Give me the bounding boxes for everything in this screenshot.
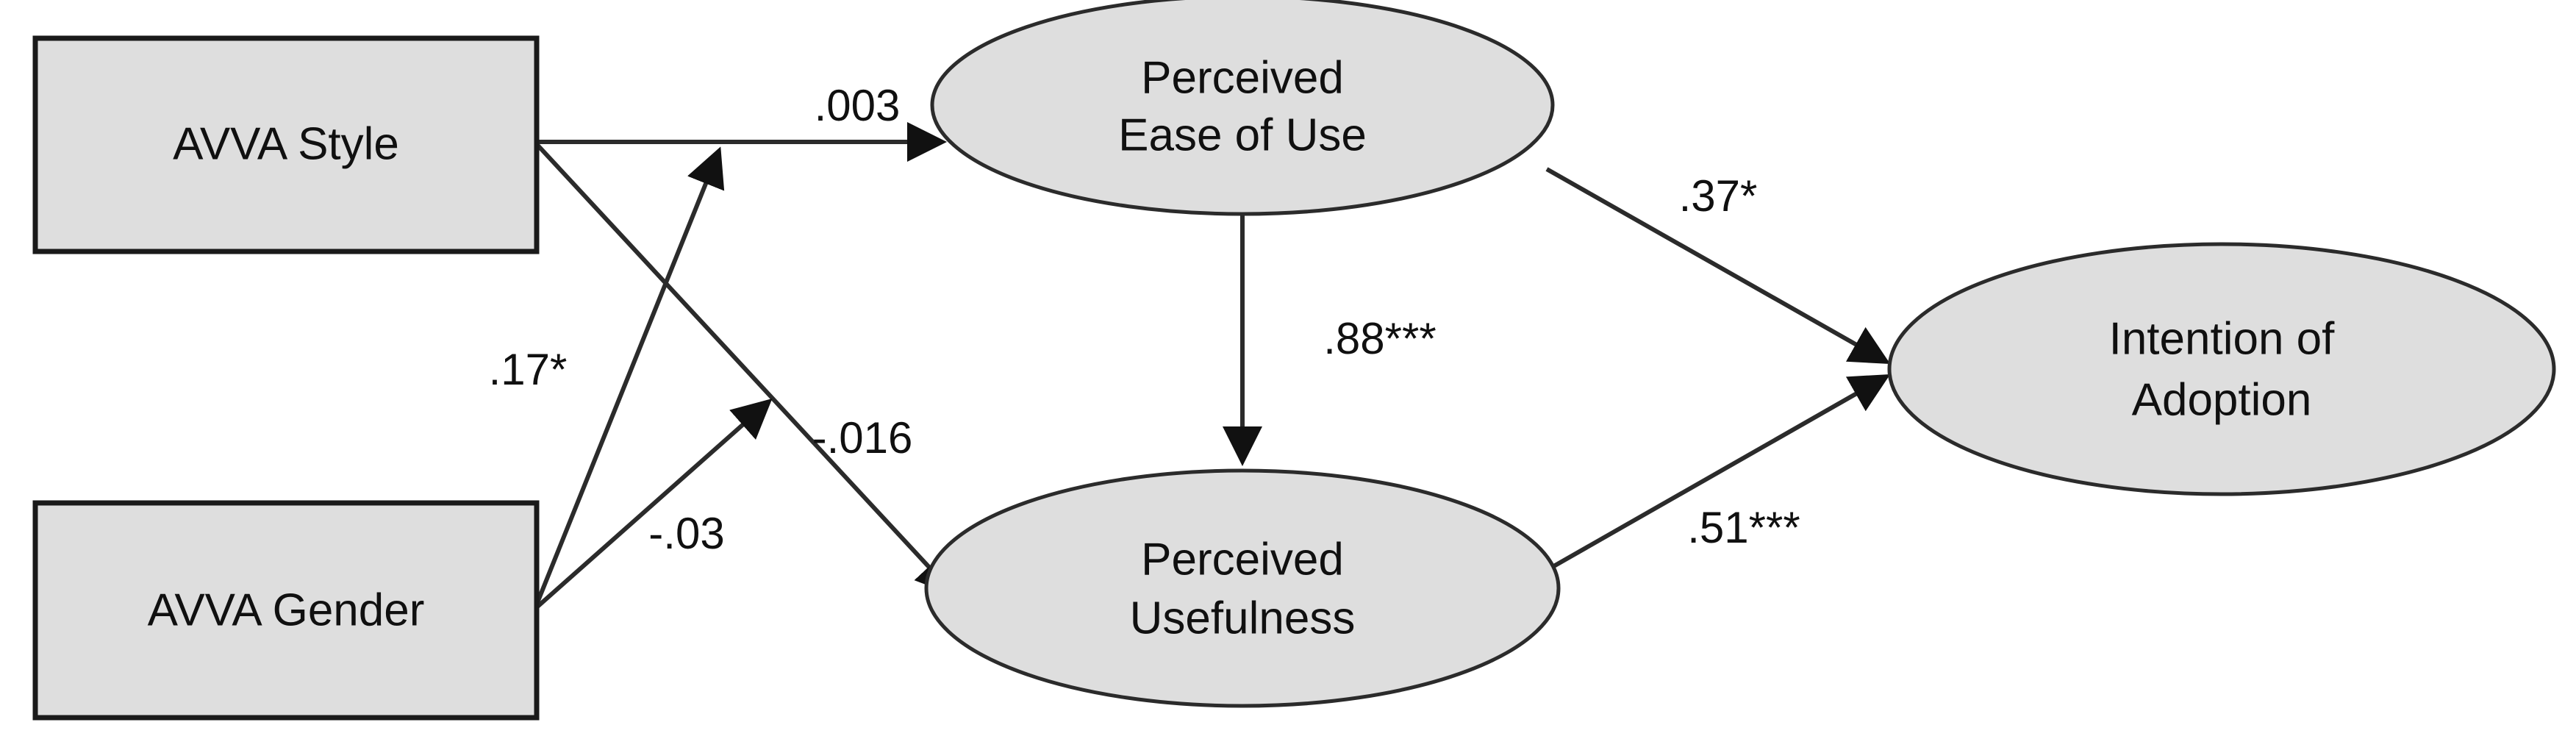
perceived-usefulness-label-line1: Perceived [1141, 534, 1344, 585]
edge-label-pu-to-intention: .51*** [1687, 503, 1800, 552]
perceived-ease-of-use-label-line1: Perceived [1141, 52, 1344, 103]
node-perceived-ease-of-use[interactable]: Perceived Ease of Use [930, 0, 1555, 216]
intention-of-adoption-label-line2: Adoption [2132, 374, 2312, 425]
perceived-ease-of-use-ellipse [930, 0, 1555, 216]
perceived-usefulness-ellipse [924, 468, 1561, 708]
perceived-usefulness-label-line2: Usefulness [1130, 593, 1356, 643]
edge-label-gender-moderates-style-peou: .17* [489, 345, 568, 394]
node-avva-gender[interactable]: AVVA Gender [32, 500, 540, 721]
edge-label-peou-to-pu: .88*** [1323, 314, 1436, 363]
edge-gender-moderates-style-pu [535, 399, 773, 610]
perceived-ease-of-use-label-line2: Ease of Use [1118, 110, 1367, 160]
edge-label-peou-to-intention: .37* [1679, 171, 1758, 221]
avva-gender-box [32, 500, 540, 721]
avva-style-box [32, 35, 540, 254]
node-avva-style[interactable]: AVVA Style [32, 35, 540, 254]
node-intention-of-adoption[interactable]: Intention of Adoption [1887, 242, 2556, 496]
intention-of-adoption-ellipse [1887, 242, 2556, 496]
avva-gender-label: AVVA Gender [148, 585, 425, 635]
edge-peou-to-intention [1545, 167, 1891, 364]
edge-pu-to-intention [1550, 374, 1891, 570]
intention-of-adoption-label-line1: Intention of [2109, 313, 2336, 364]
avva-style-label: AVVA Style [173, 118, 399, 169]
edge-gender-moderates-style-peou [534, 146, 725, 606]
edge-label-gender-moderates-style-pu: -.03 [648, 509, 724, 558]
edge-label-style-to-pu: -.016 [812, 413, 913, 463]
node-perceived-usefulness[interactable]: Perceived Usefulness [924, 468, 1561, 708]
edge-style-to-pu [534, 142, 956, 596]
edge-label-style-to-peou: .003 [815, 81, 901, 130]
